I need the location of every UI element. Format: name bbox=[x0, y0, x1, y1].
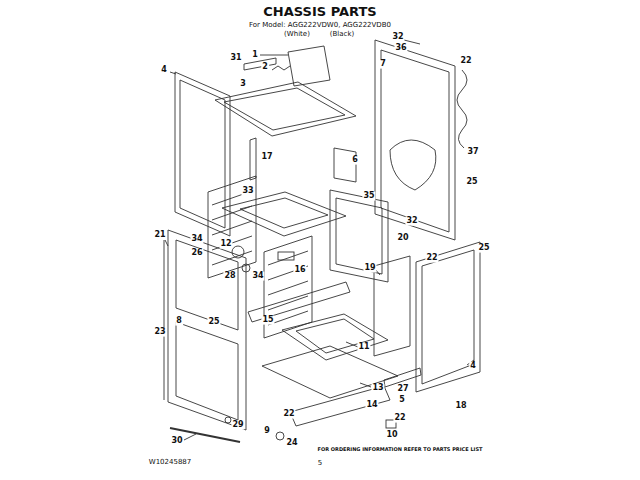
callout-number: 10 bbox=[385, 431, 398, 440]
callout-number: 8 bbox=[175, 317, 183, 326]
callout-number: 24 bbox=[285, 439, 298, 448]
document-number: W10245887 bbox=[149, 459, 192, 467]
callout-number: 17 bbox=[260, 153, 273, 162]
callout-number: 32 bbox=[391, 33, 404, 42]
callout-number: 4 bbox=[160, 66, 168, 75]
callout-number: 12 bbox=[219, 240, 232, 249]
page-number: 5 bbox=[318, 460, 322, 468]
diagram-title: CHASSIS PARTS bbox=[263, 5, 376, 19]
callout-number: 1 bbox=[251, 51, 259, 60]
callout-number: 2 bbox=[261, 63, 269, 72]
callout-number: 27 bbox=[396, 385, 409, 394]
callout-number: 6 bbox=[351, 156, 359, 165]
callout-number: 31 bbox=[229, 54, 242, 63]
callout-number: 26 bbox=[190, 249, 203, 258]
callout-number: 32 bbox=[405, 217, 418, 226]
callout-number: 22 bbox=[282, 410, 295, 419]
callout-number: 19 bbox=[363, 264, 376, 273]
ordering-note: FOR ORDERING INFORMATION REFER TO PARTS … bbox=[318, 447, 483, 453]
callout-number: 34 bbox=[251, 272, 264, 281]
model-line: For Model: AGG222VDW0, AGG222VDB0 bbox=[249, 22, 391, 30]
callout-number: 35 bbox=[362, 192, 375, 201]
callout-number: 22 bbox=[459, 57, 472, 66]
callout-number: 25 bbox=[477, 244, 490, 253]
callout-number: 21 bbox=[153, 231, 166, 240]
callout-number: 36 bbox=[394, 44, 407, 53]
callout-number: 25 bbox=[465, 178, 478, 187]
callout-number: 22 bbox=[425, 254, 438, 263]
callout-number: 34 bbox=[190, 235, 203, 244]
callout-number: 28 bbox=[223, 272, 236, 281]
callout-number: 25 bbox=[207, 318, 220, 327]
callout-number: 37 bbox=[466, 148, 479, 157]
color-note: (White) bbox=[284, 31, 310, 39]
callout-number: 4 bbox=[469, 362, 477, 371]
callout-number: 30 bbox=[170, 437, 183, 446]
callout-number: 22 bbox=[393, 414, 406, 423]
callout-number: 5 bbox=[398, 396, 406, 405]
callout-number: 29 bbox=[231, 421, 244, 430]
callout-number: 13 bbox=[371, 384, 384, 393]
callout-number: 16 bbox=[293, 266, 306, 275]
callout-number: 7 bbox=[379, 60, 387, 69]
callout-number: 20 bbox=[396, 234, 409, 243]
callout-number: 9 bbox=[263, 427, 271, 436]
callout-number: 18 bbox=[454, 402, 467, 411]
color-note: (Black) bbox=[330, 31, 354, 39]
callout-number: 23 bbox=[153, 328, 166, 337]
callout-number: 15 bbox=[261, 316, 274, 325]
callout-number: 33 bbox=[241, 187, 254, 196]
callout-number: 3 bbox=[239, 80, 247, 89]
callout-number: 11 bbox=[357, 343, 370, 352]
callout-number: 14 bbox=[365, 401, 378, 410]
